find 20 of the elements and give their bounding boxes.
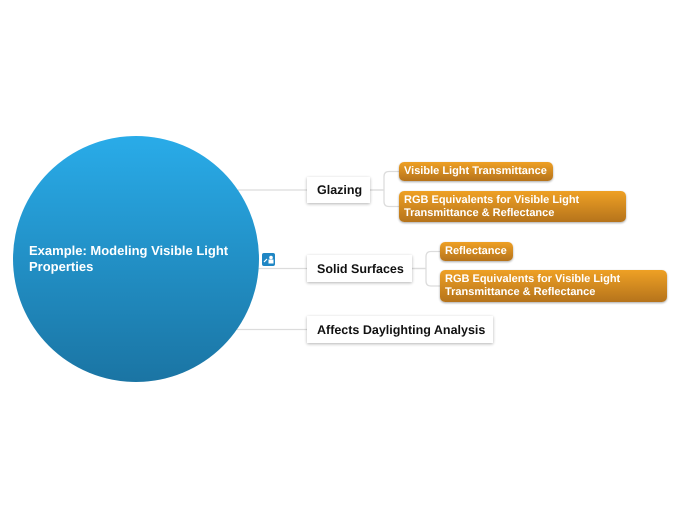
topic-box: [307, 177, 370, 203]
subtopic-box: [399, 191, 626, 222]
connector-line: [236, 328, 307, 330]
node-label: Reflectance: [445, 245, 507, 258]
node-label: Glazing: [317, 183, 362, 197]
connector-line: [411, 268, 441, 287]
node-label: RGB Equivalents for Visible Light Transmittance & Reflectance: [445, 273, 622, 299]
connector-line: [369, 189, 400, 208]
node-label: Solid Surfaces: [317, 262, 404, 276]
node-label: Visible Light Transmittance: [404, 165, 547, 178]
connector-line: [258, 268, 307, 270]
topic-box: [307, 255, 412, 282]
topic-box: [307, 316, 493, 343]
node-label: Example: Modeling Visible Light Properties: [29, 243, 230, 275]
subtopic-box: [440, 242, 513, 261]
subtopic-box: [399, 162, 553, 181]
subtopic-box: [440, 270, 667, 302]
connector-line: [238, 189, 307, 191]
node-label: RGB Equivalents for Visible Light Transmittance & Reflectance: [404, 194, 580, 220]
node-label: Affects Daylighting Analysis: [317, 322, 486, 336]
